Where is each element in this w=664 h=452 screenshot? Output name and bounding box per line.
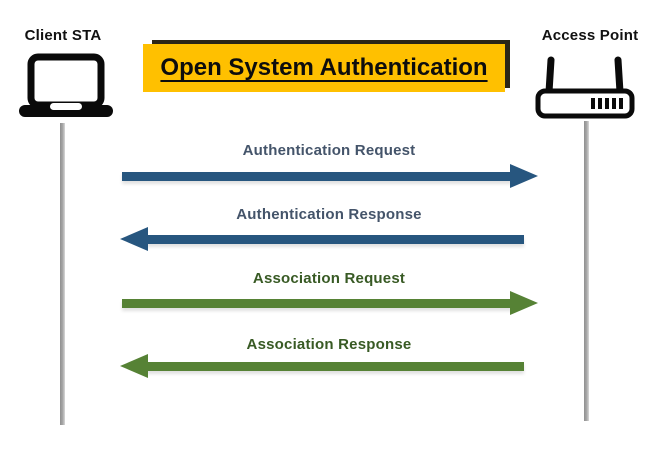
laptop-icon [16,53,116,124]
arrow-shaft [146,235,524,244]
message-label: Authentication Request [242,142,416,159]
right-arrow [120,291,538,315]
title-banner: Open System Authentication [143,40,510,92]
wireless-router-icon [534,50,636,125]
client-lifeline [60,123,65,425]
message-label: Association Response [246,336,412,353]
message-association-response: Association Response [120,336,538,406]
arrow-shaft [122,299,512,308]
arrow-head [120,227,148,251]
right-arrow [120,164,538,188]
diagram-title: Open System Authentication [160,54,488,81]
arrow-shaft [146,362,524,371]
title-banner-face: Open System Authentication [143,44,505,92]
message-authentication-response: Authentication Response [120,206,538,276]
access-point-lifeline [584,121,589,421]
left-arrow [120,227,538,251]
message-label: Association Request [252,270,406,287]
arrow-shaft [122,172,512,181]
message-label: Authentication Response [236,206,422,223]
access-point-label: Access Point [541,27,639,44]
client-sta-label: Client STA [24,27,102,44]
arrow-head [510,291,538,315]
left-arrow [120,354,538,378]
message-authentication-request: Authentication Request [120,142,538,212]
arrow-head [120,354,148,378]
message-association-request: Association Request [120,270,538,340]
arrow-head [510,164,538,188]
